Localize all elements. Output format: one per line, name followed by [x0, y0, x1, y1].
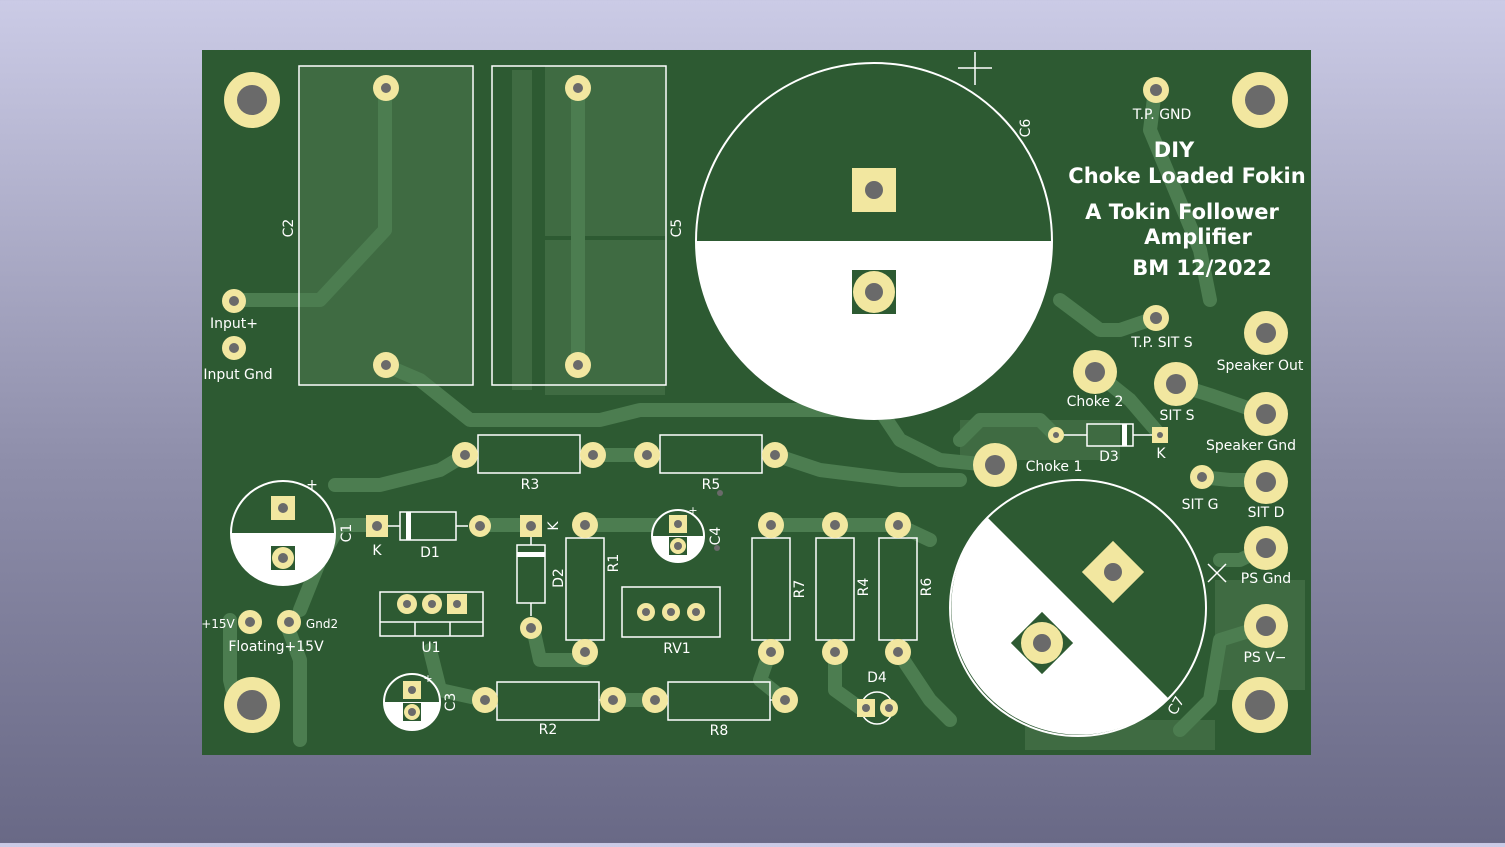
label-r7: R7 — [792, 580, 808, 599]
label-c4-plus: + — [688, 504, 697, 517]
label-r1: R1 — [606, 554, 622, 573]
label-floating: Floating+15V — [228, 639, 324, 655]
label-r5: R5 — [702, 477, 721, 493]
title-line-4: Amplifier — [1144, 225, 1252, 249]
label-gnd2: Gnd2 — [306, 617, 338, 631]
label-d1-k: K — [372, 543, 382, 559]
label-r2: R2 — [539, 722, 558, 738]
c3-capacitor — [383, 673, 441, 731]
title-line-3: A Tokin Follower — [1085, 200, 1279, 224]
label-choke-1: Choke 1 — [1026, 459, 1083, 475]
label-c6: C6 — [1018, 119, 1034, 138]
label-c2: C2 — [281, 219, 297, 238]
label-d2: D2 — [551, 568, 567, 588]
reference-labels: C2 C5 C6 C7 C1 C3 C4 R3 R5 R2 R8 R1 R7 R… — [281, 119, 1188, 739]
label-sit-g: SIT G — [1182, 497, 1219, 513]
label-input-gnd: Input Gnd — [203, 367, 272, 383]
c7-capacitor — [949, 479, 1227, 737]
label-d1: D1 — [420, 545, 440, 561]
label-speaker-gnd: Speaker Gnd — [1206, 438, 1296, 454]
label-tp-gnd: T.P. GND — [1132, 107, 1192, 123]
label-c4: C4 — [708, 527, 724, 546]
label-c3-plus: + — [423, 672, 432, 685]
label-c3: C3 — [443, 693, 459, 712]
diode-bands — [406, 424, 1127, 557]
title-line-1: DIY — [1154, 138, 1195, 162]
c5-outline — [491, 65, 667, 386]
c2-outline — [298, 65, 474, 386]
label-d2-k: K — [546, 521, 562, 531]
label-c1-plus: + — [306, 477, 318, 493]
label-d3-k: K — [1156, 446, 1166, 462]
label-r3: R3 — [521, 477, 540, 493]
label-tp-sit-s: T.P. SIT S — [1130, 335, 1193, 351]
label-c1: C1 — [339, 524, 355, 543]
label-ps-vminus: PS V− — [1243, 650, 1286, 666]
connector-labels: T.P. GND T.P. SIT S Input+ Input Gnd Spe… — [201, 107, 1304, 666]
label-sit-s: SIT S — [1160, 408, 1195, 424]
label-d4: D4 — [867, 670, 887, 686]
label-u1: U1 — [421, 640, 440, 656]
label-d3: D3 — [1099, 449, 1119, 465]
mounting-holes — [224, 72, 1288, 733]
title-line-2: Choke Loaded Fokin — [1068, 164, 1305, 188]
board-title: DIY Choke Loaded Fokin A Tokin Follower … — [1068, 138, 1305, 280]
label-c5: C5 — [669, 219, 685, 238]
label-r4: R4 — [856, 578, 872, 597]
label-ps-gnd: PS Gnd — [1241, 571, 1291, 587]
label-r8: R8 — [710, 723, 729, 739]
title-line-5: BM 12/2022 — [1132, 256, 1272, 280]
c6-capacitor — [695, 52, 1053, 420]
label-plus15v: +15V — [201, 617, 235, 631]
label-rv1: RV1 — [663, 641, 690, 657]
label-sit-d: SIT D — [1248, 505, 1285, 521]
vias — [714, 490, 723, 551]
label-r6: R6 — [919, 578, 935, 597]
label-choke-2: Choke 2 — [1067, 394, 1124, 410]
label-speaker-out: Speaker Out — [1217, 358, 1304, 374]
label-input-plus: Input+ — [210, 316, 258, 332]
